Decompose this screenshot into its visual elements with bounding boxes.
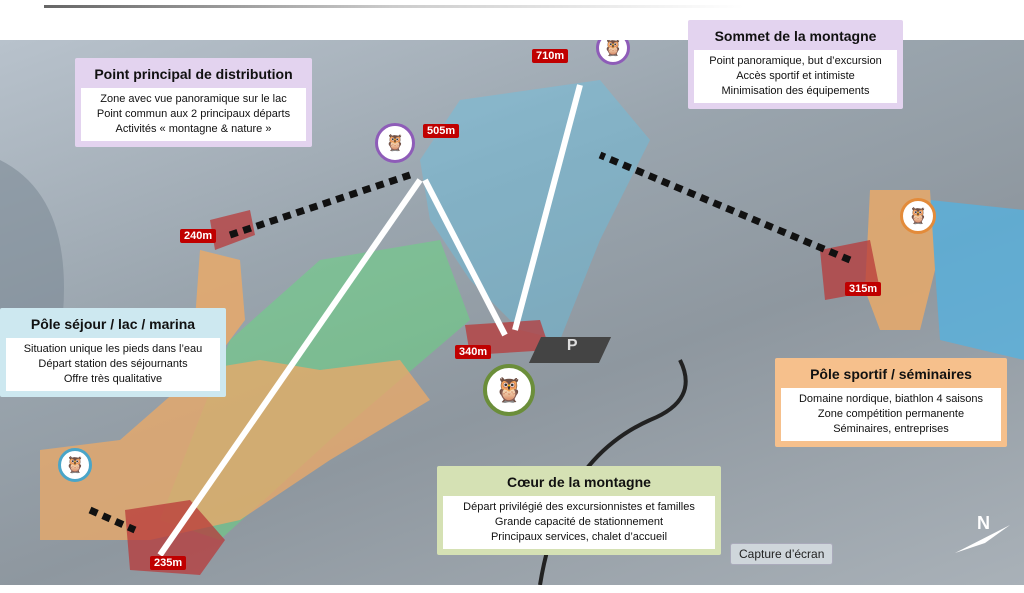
callout-title: Pôle sportif / séminaires (810, 366, 972, 382)
callout-title: Sommet de la montagne (714, 28, 877, 44)
access-arrows (157, 84, 583, 557)
callout-body: Situation unique les pieds dans l’eau Dé… (6, 338, 220, 391)
red-zone-240 (210, 210, 255, 250)
map-overlays (0, 80, 1024, 585)
callout-line: Situation unique les pieds dans l’eau (23, 343, 203, 355)
callout-line: Activités « montagne & nature » (115, 123, 272, 135)
callout-line: Principaux services, chalet d’accueil (490, 531, 668, 543)
callout-distribution: Point principal de distribution Zone ave… (75, 58, 312, 147)
callout-sejour: Pôle séjour / lac / marina Situation uni… (0, 308, 226, 397)
callout-line: Accès sportif et intimiste (736, 70, 855, 82)
callout-title: Pôle séjour / lac / marina (30, 316, 196, 332)
parking-area: P (528, 337, 612, 363)
callout-line: Offre très qualitative (63, 373, 163, 385)
dashed-links (88, 151, 852, 534)
callout-line: Domaine nordique, biathlon 4 saisons (798, 393, 984, 405)
callout-line: Minimisation des équipements (721, 85, 870, 97)
north-arrow: N (955, 513, 1015, 555)
callout-line: Zone compétition permanente (817, 408, 965, 420)
altitude-label: 240m (180, 229, 217, 243)
callout-body: Départ privilégié des excursionnistes et… (443, 496, 715, 549)
altitude-label: 505m (423, 124, 460, 138)
owl-icon: 🦉 (375, 123, 415, 163)
callout-title: Point principal de distribution (94, 66, 293, 82)
callout-line: Départ station des séjournants (38, 358, 188, 370)
callout-line: Point panoramique, but d’excursion (709, 55, 882, 67)
owl-icon: 🦉 (483, 364, 535, 416)
callout-sommet: Sommet de la montagne Point panoramique,… (688, 20, 903, 109)
callout-line: Point commun aux 2 principaux départs (96, 108, 291, 120)
callout-line: Zone avec vue panoramique sur le lac (100, 93, 287, 105)
parking-label: P (566, 337, 578, 354)
owl-icon: 🦉 (900, 198, 936, 234)
callout-line: Séminaires, entreprises (833, 423, 949, 435)
altitude-label: 710m (532, 49, 569, 63)
callout-body: Zone avec vue panoramique sur le lac Poi… (81, 88, 306, 141)
altitude-label: 315m (845, 282, 882, 296)
north-label: N (977, 513, 990, 533)
callout-body: Domaine nordique, biathlon 4 saisons Zon… (781, 388, 1001, 441)
callout-line: Départ privilégié des excursionnistes et… (463, 501, 695, 513)
blue-trails (420, 80, 650, 340)
altitude-label: 235m (150, 556, 187, 570)
callout-line: Grande capacité de stationnement (494, 516, 664, 528)
screenshot-tooltip: Capture d’écran (730, 543, 834, 565)
altitude-label: 340m (455, 345, 492, 359)
callout-body: Point panoramique, but d’excursion Accès… (694, 50, 897, 103)
lake-right (930, 200, 1024, 360)
callout-coeur: Cœur de la montagne Départ privilégié de… (437, 466, 721, 555)
callout-title: Cœur de la montagne (507, 474, 651, 490)
owl-icon: 🦉 (58, 448, 92, 482)
callout-sportif: Pôle sportif / séminaires Domaine nordiq… (775, 358, 1007, 447)
title-underline (44, 5, 744, 8)
